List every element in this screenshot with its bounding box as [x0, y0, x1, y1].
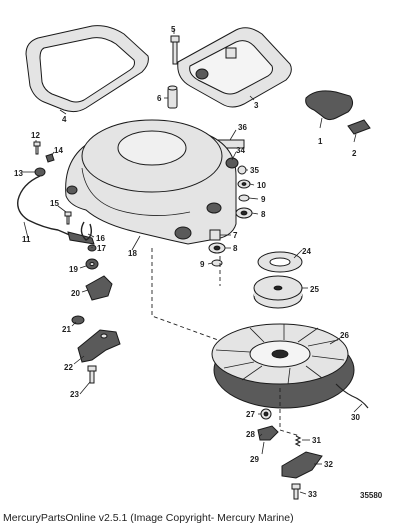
part-clip-14: [45, 153, 55, 163]
callout-32: 32: [324, 460, 333, 469]
callout-labels: 1 2 3 4 5 6 7 8 9 10 11 12 13 14 15 16 1…: [14, 25, 360, 499]
part-screw-33: [291, 483, 301, 500]
part-sleeve-7: [209, 229, 221, 241]
assembly-line-lower: [279, 388, 301, 437]
part-bolt-5: [170, 35, 180, 65]
callout-22: 22: [64, 363, 73, 372]
part-washer-9-lower: [211, 259, 223, 267]
part-retainer-24: [257, 251, 303, 273]
callout-28: 28: [246, 430, 255, 439]
assembly-line-main: [151, 248, 219, 341]
part-spring-housing-25: [253, 275, 303, 309]
callout-27: 27: [246, 410, 255, 419]
callout-30: 30: [351, 413, 360, 422]
callout-19: 19: [69, 265, 78, 274]
part-screw-15: [64, 211, 72, 225]
callout-36: 36: [238, 123, 247, 132]
callout-24: 24: [302, 247, 311, 256]
callout-2: 2: [352, 149, 357, 158]
callout-18: 18: [128, 249, 137, 258]
part-grommet-8-lower: [208, 242, 226, 254]
callout-9-second: 9: [200, 260, 205, 269]
callout-6: 6: [157, 94, 162, 103]
part-nut-27: [260, 408, 272, 420]
part-plate-32: [281, 451, 323, 479]
callout-34: 34: [236, 146, 245, 155]
callout-3: 3: [254, 101, 259, 110]
part-pawl-28: [257, 425, 279, 441]
callout-26: 26: [340, 331, 349, 340]
callout-9: 9: [261, 195, 266, 204]
part-handle-insert: [347, 119, 371, 135]
callout-31: 31: [312, 436, 321, 445]
callout-11: 11: [22, 235, 31, 244]
part-cable-11: [17, 175, 95, 245]
part-starter-handle: [305, 90, 354, 121]
callout-29: 29: [250, 455, 259, 464]
part-screw-12: [33, 141, 41, 155]
callout-14: 14: [54, 146, 63, 155]
part-screw-23: [87, 365, 97, 384]
part-decal-plate: [25, 25, 149, 113]
callout-33: 33: [308, 490, 317, 499]
callout-23: 23: [70, 390, 79, 399]
callout-17: 17: [97, 244, 106, 253]
callout-8: 8: [261, 210, 266, 219]
part-handle-housing: [177, 27, 292, 108]
callout-7: 7: [233, 231, 238, 240]
callout-16: 16: [96, 234, 105, 243]
callout-35: 35: [250, 166, 259, 175]
callout-1: 1: [318, 137, 323, 146]
part-pulley-26: [211, 323, 355, 409]
leader-lines: [22, 28, 363, 495]
part-spring-31: [294, 435, 302, 447]
callout-10: 10: [257, 181, 266, 190]
part-bushing-34: [225, 157, 239, 169]
part-washer-21: [71, 315, 85, 325]
part-spring-35: [237, 165, 247, 175]
callout-5: 5: [171, 25, 176, 34]
part-lever-22: [77, 329, 121, 363]
callout-15: 15: [50, 199, 59, 208]
part-clip-16: [80, 221, 93, 241]
callout-20: 20: [71, 289, 80, 298]
callout-25: 25: [310, 285, 319, 294]
footer-copyright: MercuryPartsOnline v2.5.1 (Image Copyrig…: [3, 512, 294, 524]
part-starter-housing: [65, 119, 237, 245]
part-nut-19: [85, 258, 99, 270]
part-nut-10: [237, 179, 251, 189]
part-rope-30: [335, 383, 369, 409]
part-washer-13: [34, 167, 46, 177]
callout-13: 13: [14, 169, 23, 178]
part-bracket-20: [85, 275, 113, 301]
part-sleeve-6: [167, 85, 178, 109]
callout-4: 4: [62, 115, 67, 124]
callout-8-second: 8: [233, 244, 238, 253]
callout-12: 12: [31, 131, 40, 140]
figure-number: 35580: [360, 491, 383, 500]
callout-21: 21: [62, 325, 71, 334]
part-washer-9-upper: [238, 194, 250, 202]
part-grommet-8-upper: [235, 207, 253, 219]
